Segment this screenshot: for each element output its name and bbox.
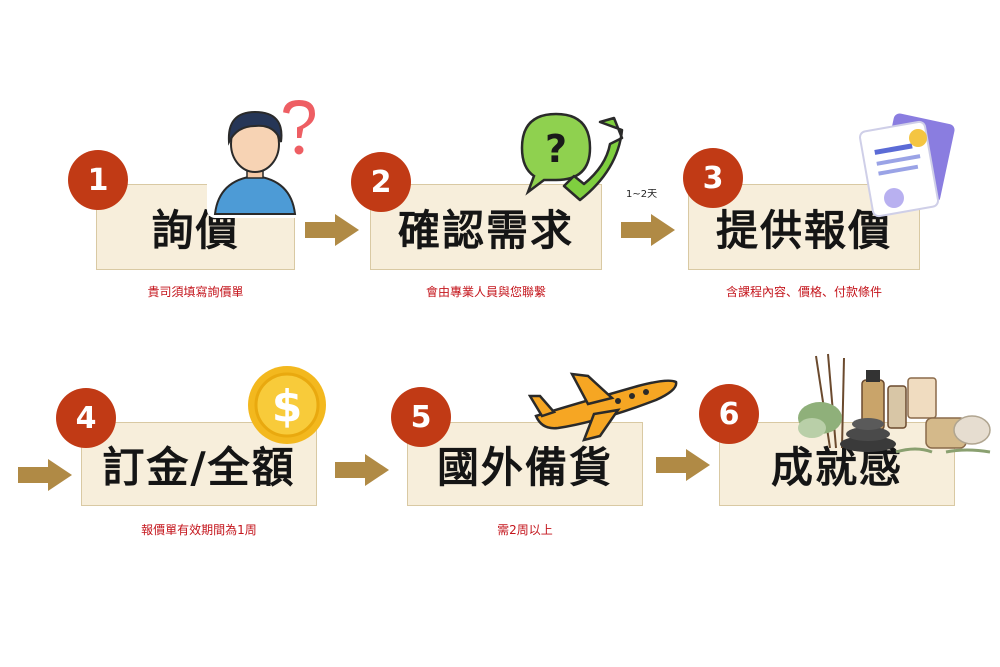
step-4-note: 報價單有效期間為1周	[141, 523, 257, 537]
step-2-note: 會由專業人員與您聯繫	[425, 285, 546, 299]
arrow-1-to-2	[305, 214, 359, 246]
phone-question-icon: ?	[520, 112, 624, 202]
duration-note: 1~2天	[626, 189, 658, 200]
step-3-note: 含課程內容、價格、付款條件	[725, 285, 882, 299]
document-icon	[858, 113, 955, 218]
svg-text:$: $	[272, 381, 303, 432]
step-3-badge: 3	[683, 148, 743, 208]
step-5-note: 需2周以上	[497, 523, 553, 537]
arrow-5-to-6	[656, 449, 710, 481]
step-2-box: 確認需求	[370, 184, 602, 270]
step-4-title: 訂金/全額	[102, 442, 296, 492]
arrow-4-to-5	[335, 454, 389, 486]
spa-items-icon	[798, 353, 991, 454]
step-5-badge: 5	[391, 387, 451, 447]
arrow-into-4	[18, 459, 72, 491]
svg-text:?: ?	[545, 127, 567, 171]
step-3-title: 提供報價	[715, 205, 892, 255]
step-1-note: 貴司須填寫詢價單	[147, 285, 244, 299]
person-question-icon	[207, 95, 320, 218]
step-2-badge: 2	[351, 152, 411, 212]
airplane-icon	[528, 372, 678, 442]
step-2-title: 確認需求	[397, 205, 574, 255]
step-1-badge: 1	[68, 150, 128, 210]
step-6-badge: 6	[699, 384, 759, 444]
arrow-2-to-3	[621, 214, 675, 246]
step-5-title: 國外備貨	[436, 442, 613, 492]
step-4-badge: 4	[56, 388, 116, 448]
dollar-coin-icon: $	[248, 366, 326, 444]
step-5-box: 國外備貨	[407, 422, 643, 506]
